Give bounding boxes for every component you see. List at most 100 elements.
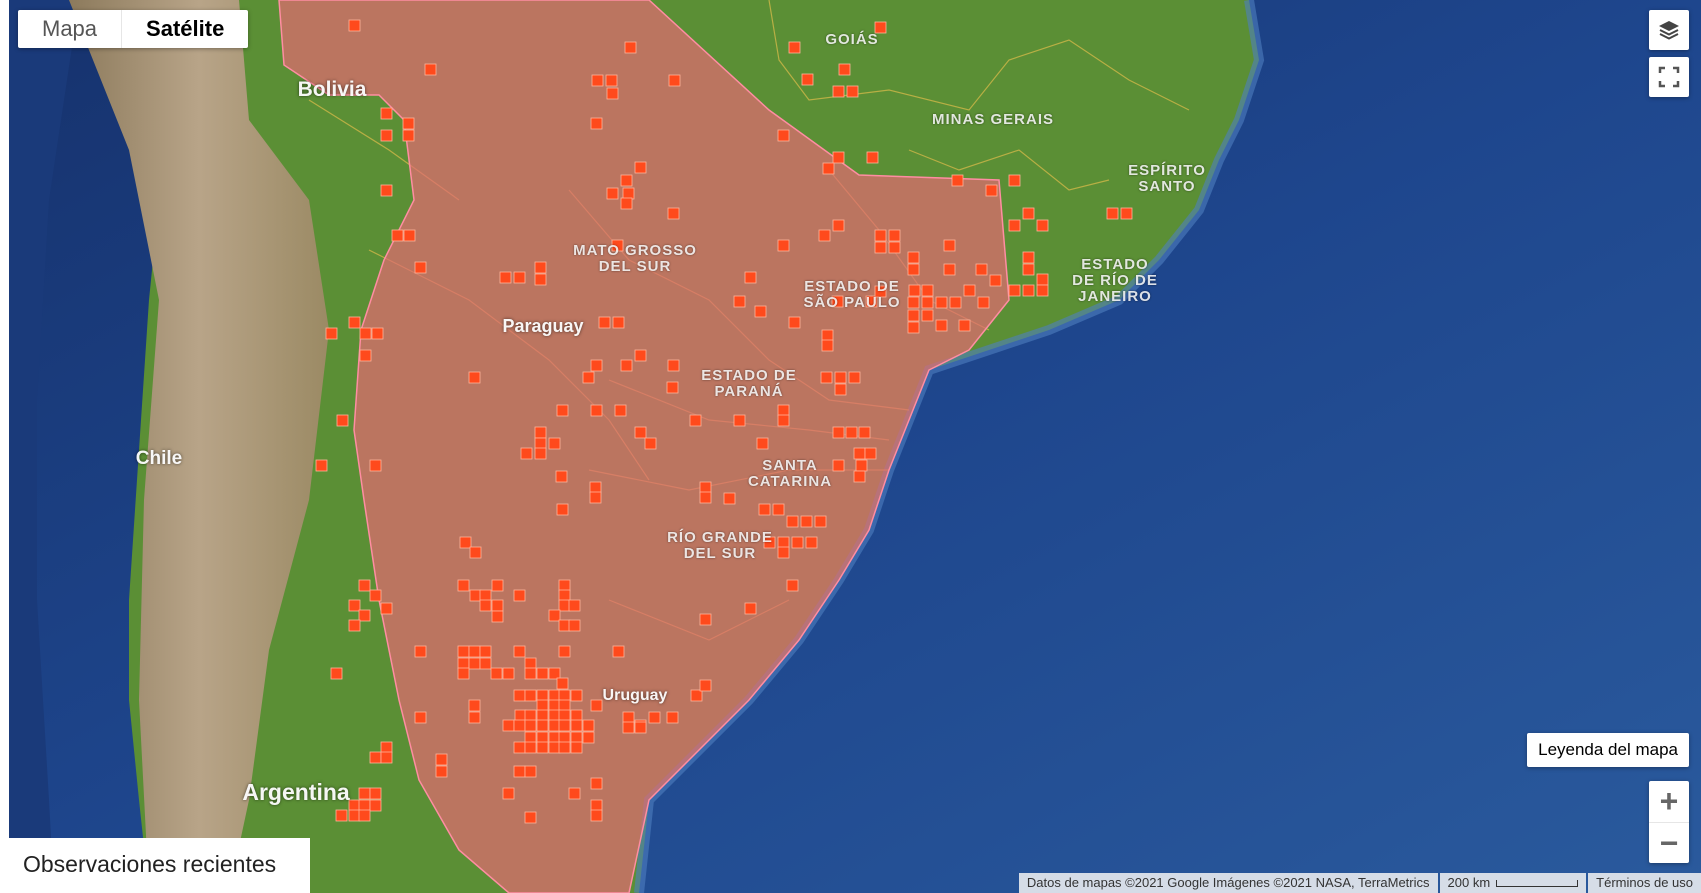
observation-square[interactable] — [524, 657, 537, 670]
observation-square[interactable] — [468, 711, 481, 724]
observation-square[interactable] — [874, 229, 887, 242]
observation-square[interactable] — [921, 309, 934, 322]
observation-square[interactable] — [457, 579, 470, 592]
observation-square[interactable] — [414, 645, 427, 658]
observation-square[interactable] — [513, 689, 526, 702]
observation-square[interactable] — [348, 19, 361, 32]
observation-square[interactable] — [958, 319, 971, 332]
observation-square[interactable] — [723, 492, 736, 505]
observation-square[interactable] — [330, 667, 343, 680]
observation-square[interactable] — [612, 316, 625, 329]
observation-square[interactable] — [558, 589, 571, 602]
observation-square[interactable] — [499, 271, 512, 284]
observation-square[interactable] — [524, 719, 537, 732]
observation-square[interactable] — [1008, 174, 1021, 187]
observation-square[interactable] — [589, 481, 602, 494]
observation-square[interactable] — [491, 579, 504, 592]
observation-square[interactable] — [380, 184, 393, 197]
observation-square[interactable] — [699, 679, 712, 692]
observation-square[interactable] — [479, 599, 492, 612]
observation-square[interactable] — [348, 809, 361, 822]
observation-square[interactable] — [380, 107, 393, 120]
observation-square[interactable] — [371, 327, 384, 340]
observation-square[interactable] — [524, 689, 537, 702]
observation-square[interactable] — [756, 437, 769, 450]
observation-square[interactable] — [570, 719, 583, 732]
observation-square[interactable] — [907, 296, 920, 309]
observation-square[interactable] — [570, 709, 583, 722]
observation-square[interactable] — [424, 63, 437, 76]
observation-square[interactable] — [598, 316, 611, 329]
observation-square[interactable] — [963, 284, 976, 297]
observation-square[interactable] — [435, 765, 448, 778]
observation-square[interactable] — [524, 709, 537, 722]
observation-square[interactable] — [590, 117, 603, 130]
observation-square[interactable] — [733, 295, 746, 308]
observation-square[interactable] — [414, 261, 427, 274]
observation-square[interactable] — [380, 129, 393, 142]
observation-square[interactable] — [612, 645, 625, 658]
observation-square[interactable] — [548, 437, 561, 450]
observation-square[interactable] — [634, 161, 647, 174]
observation-square[interactable] — [786, 515, 799, 528]
observation-square[interactable] — [907, 321, 920, 334]
observation-square[interactable] — [622, 187, 635, 200]
observation-square[interactable] — [358, 799, 371, 812]
observation-square[interactable] — [590, 809, 603, 822]
observation-square[interactable] — [469, 589, 482, 602]
observation-square[interactable] — [348, 799, 361, 812]
observation-square[interactable] — [513, 645, 526, 658]
observation-square[interactable] — [403, 229, 416, 242]
observation-square[interactable] — [391, 229, 404, 242]
observation-square[interactable] — [788, 41, 801, 54]
observation-square[interactable] — [864, 447, 877, 460]
observation-square[interactable] — [570, 731, 583, 744]
observation-square[interactable] — [908, 284, 921, 297]
observation-square[interactable] — [457, 657, 470, 670]
observation-square[interactable] — [513, 765, 526, 778]
observation-square[interactable] — [555, 470, 568, 483]
observation-square[interactable] — [821, 339, 834, 352]
observation-square[interactable] — [358, 579, 371, 592]
observation-square[interactable] — [457, 667, 470, 680]
observation-square[interactable] — [935, 296, 948, 309]
observation-square[interactable] — [524, 765, 537, 778]
observation-square[interactable] — [582, 719, 595, 732]
observation-square[interactable] — [582, 731, 595, 744]
observation-square[interactable] — [786, 579, 799, 592]
observation-square[interactable] — [874, 285, 887, 298]
observation-square[interactable] — [514, 709, 527, 722]
observation-square[interactable] — [590, 799, 603, 812]
observation-square[interactable] — [556, 503, 569, 516]
observation-square[interactable] — [907, 263, 920, 276]
observation-square[interactable] — [814, 515, 827, 528]
observation-square[interactable] — [1008, 219, 1021, 232]
observation-square[interactable] — [536, 731, 549, 744]
observation-square[interactable] — [568, 619, 581, 632]
observation-square[interactable] — [951, 174, 964, 187]
observation-square[interactable] — [838, 63, 851, 76]
observation-square[interactable] — [831, 295, 844, 308]
observation-square[interactable] — [369, 799, 382, 812]
zoom-in-button[interactable]: + — [1659, 783, 1679, 819]
observation-square[interactable] — [620, 174, 633, 187]
observation-square[interactable] — [777, 239, 790, 252]
observation-square[interactable] — [468, 699, 481, 712]
observation-square[interactable] — [548, 719, 561, 732]
observation-square[interactable] — [548, 731, 561, 744]
observation-square[interactable] — [832, 151, 845, 164]
observation-square[interactable] — [325, 327, 338, 340]
observation-square[interactable] — [513, 271, 526, 284]
scale-bar[interactable]: 200 km — [1439, 873, 1587, 893]
observation-square[interactable] — [622, 721, 635, 734]
observation-square[interactable] — [744, 271, 757, 284]
observation-square[interactable] — [772, 503, 785, 516]
observation-square[interactable] — [907, 251, 920, 264]
observation-square[interactable] — [699, 481, 712, 494]
observation-square[interactable] — [479, 645, 492, 658]
observation-square[interactable] — [620, 359, 633, 372]
observation-square[interactable] — [524, 741, 537, 754]
observation-square[interactable] — [548, 609, 561, 622]
observation-square[interactable] — [834, 371, 847, 384]
observation-square[interactable] — [369, 787, 382, 800]
